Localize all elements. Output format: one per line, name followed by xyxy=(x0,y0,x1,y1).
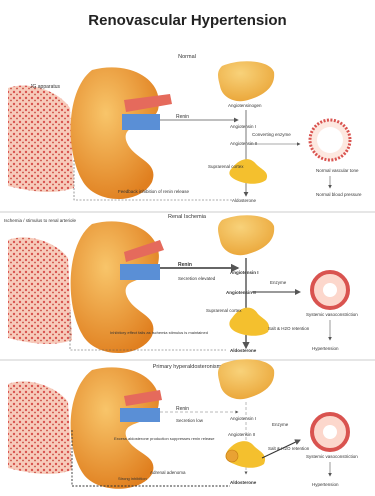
angiotensin-1-label: Angiotensin I xyxy=(230,416,256,421)
sodium-note: Salt & H2O retention xyxy=(268,326,310,331)
liver xyxy=(218,359,274,399)
vessel-lumen xyxy=(323,283,337,297)
angiotensin-2-label: Angiotensin II xyxy=(230,141,257,146)
angiotensin-1-label: Angiotensin I xyxy=(230,270,259,275)
renal-vein xyxy=(122,114,160,130)
suprarenal-label: Suprarenal cortex xyxy=(208,164,244,169)
aldosterone-label: Aldosterone xyxy=(230,348,257,353)
liver xyxy=(218,61,274,101)
vasoconstriction-note: Systemic vasoconstriction xyxy=(306,454,358,459)
vessel-tone-note: Normal vascular tone xyxy=(316,168,359,173)
panel-heading: Normal xyxy=(178,54,196,60)
renin-label: Renin xyxy=(176,114,189,120)
panel-heading: Primary hyperaldosteronism xyxy=(153,364,222,370)
panel-heading: Renal Ischemia xyxy=(168,214,207,220)
ischemia-label: Ischemia / stimulus to renal arteriole xyxy=(4,218,77,223)
enzyme-label: Enzyme xyxy=(270,280,287,285)
feedback-label: Inhibitory effect fails as ischemia stim… xyxy=(110,330,208,335)
feedback-label: Feedback inhibition of renin release xyxy=(118,189,190,194)
hypertension-label: Hypertension xyxy=(312,346,339,351)
renal-vein xyxy=(120,408,160,422)
angiotensin-1-label: Angiotensin I xyxy=(230,124,256,129)
kidney xyxy=(71,367,159,488)
pressure-note: Normal blood pressure xyxy=(316,192,362,197)
renal-tissue xyxy=(8,237,72,344)
strong-inhibition-label: Strong inhibition xyxy=(118,476,147,481)
angiotensinogen-label: Angiotensinogen xyxy=(228,103,262,108)
renin-note: Secretion low xyxy=(176,418,204,423)
renal-vein xyxy=(120,264,160,280)
panel-primary-hyperaldosteronism: Primary hyperaldosteronism Renin Secreti… xyxy=(8,359,358,489)
sodium-note: Salt & H2O retention xyxy=(268,446,310,451)
renin-label: Renin xyxy=(176,406,189,412)
vasoconstriction-note: Systemic vasoconstriction xyxy=(306,312,358,317)
converting-enzyme-label: Converting enzyme xyxy=(252,132,291,137)
aldosterone-label: Aldosterone xyxy=(230,480,257,485)
feedback-label: Excess aldosterone production suppresses… xyxy=(114,436,215,441)
hypertension-label: Hypertension xyxy=(312,482,339,487)
aldosterone-label: Aldosterone xyxy=(232,198,257,203)
adenoma xyxy=(226,450,238,462)
renin-note: Secretion elevated xyxy=(178,276,216,281)
enzyme-label: Enzyme xyxy=(272,422,289,427)
adrenal-gland xyxy=(229,159,267,184)
kidney xyxy=(71,67,159,199)
suprarenal-label: Suprarenal cortex xyxy=(206,308,242,313)
angiotensin-2-label: Angiotensin II xyxy=(226,290,256,295)
panel-renal-ischemia: Renal Ischemia Ischemia / stimulus to re… xyxy=(4,214,358,353)
angiotensin-2-label: Angiotensin II xyxy=(228,432,255,437)
liver xyxy=(218,215,274,255)
renin-label: Renin xyxy=(178,262,192,268)
vessel-lumen xyxy=(323,425,337,439)
adrenal-label: Adrenal adenoma xyxy=(150,470,186,475)
renal-tissue xyxy=(8,85,74,191)
renal-tissue xyxy=(8,381,72,474)
jg-apparatus-label: JG apparatus xyxy=(30,84,61,90)
vessel-lumen xyxy=(317,127,343,153)
panel-normal: Normal JG apparatus Renin Angiotensinoge… xyxy=(8,54,362,203)
